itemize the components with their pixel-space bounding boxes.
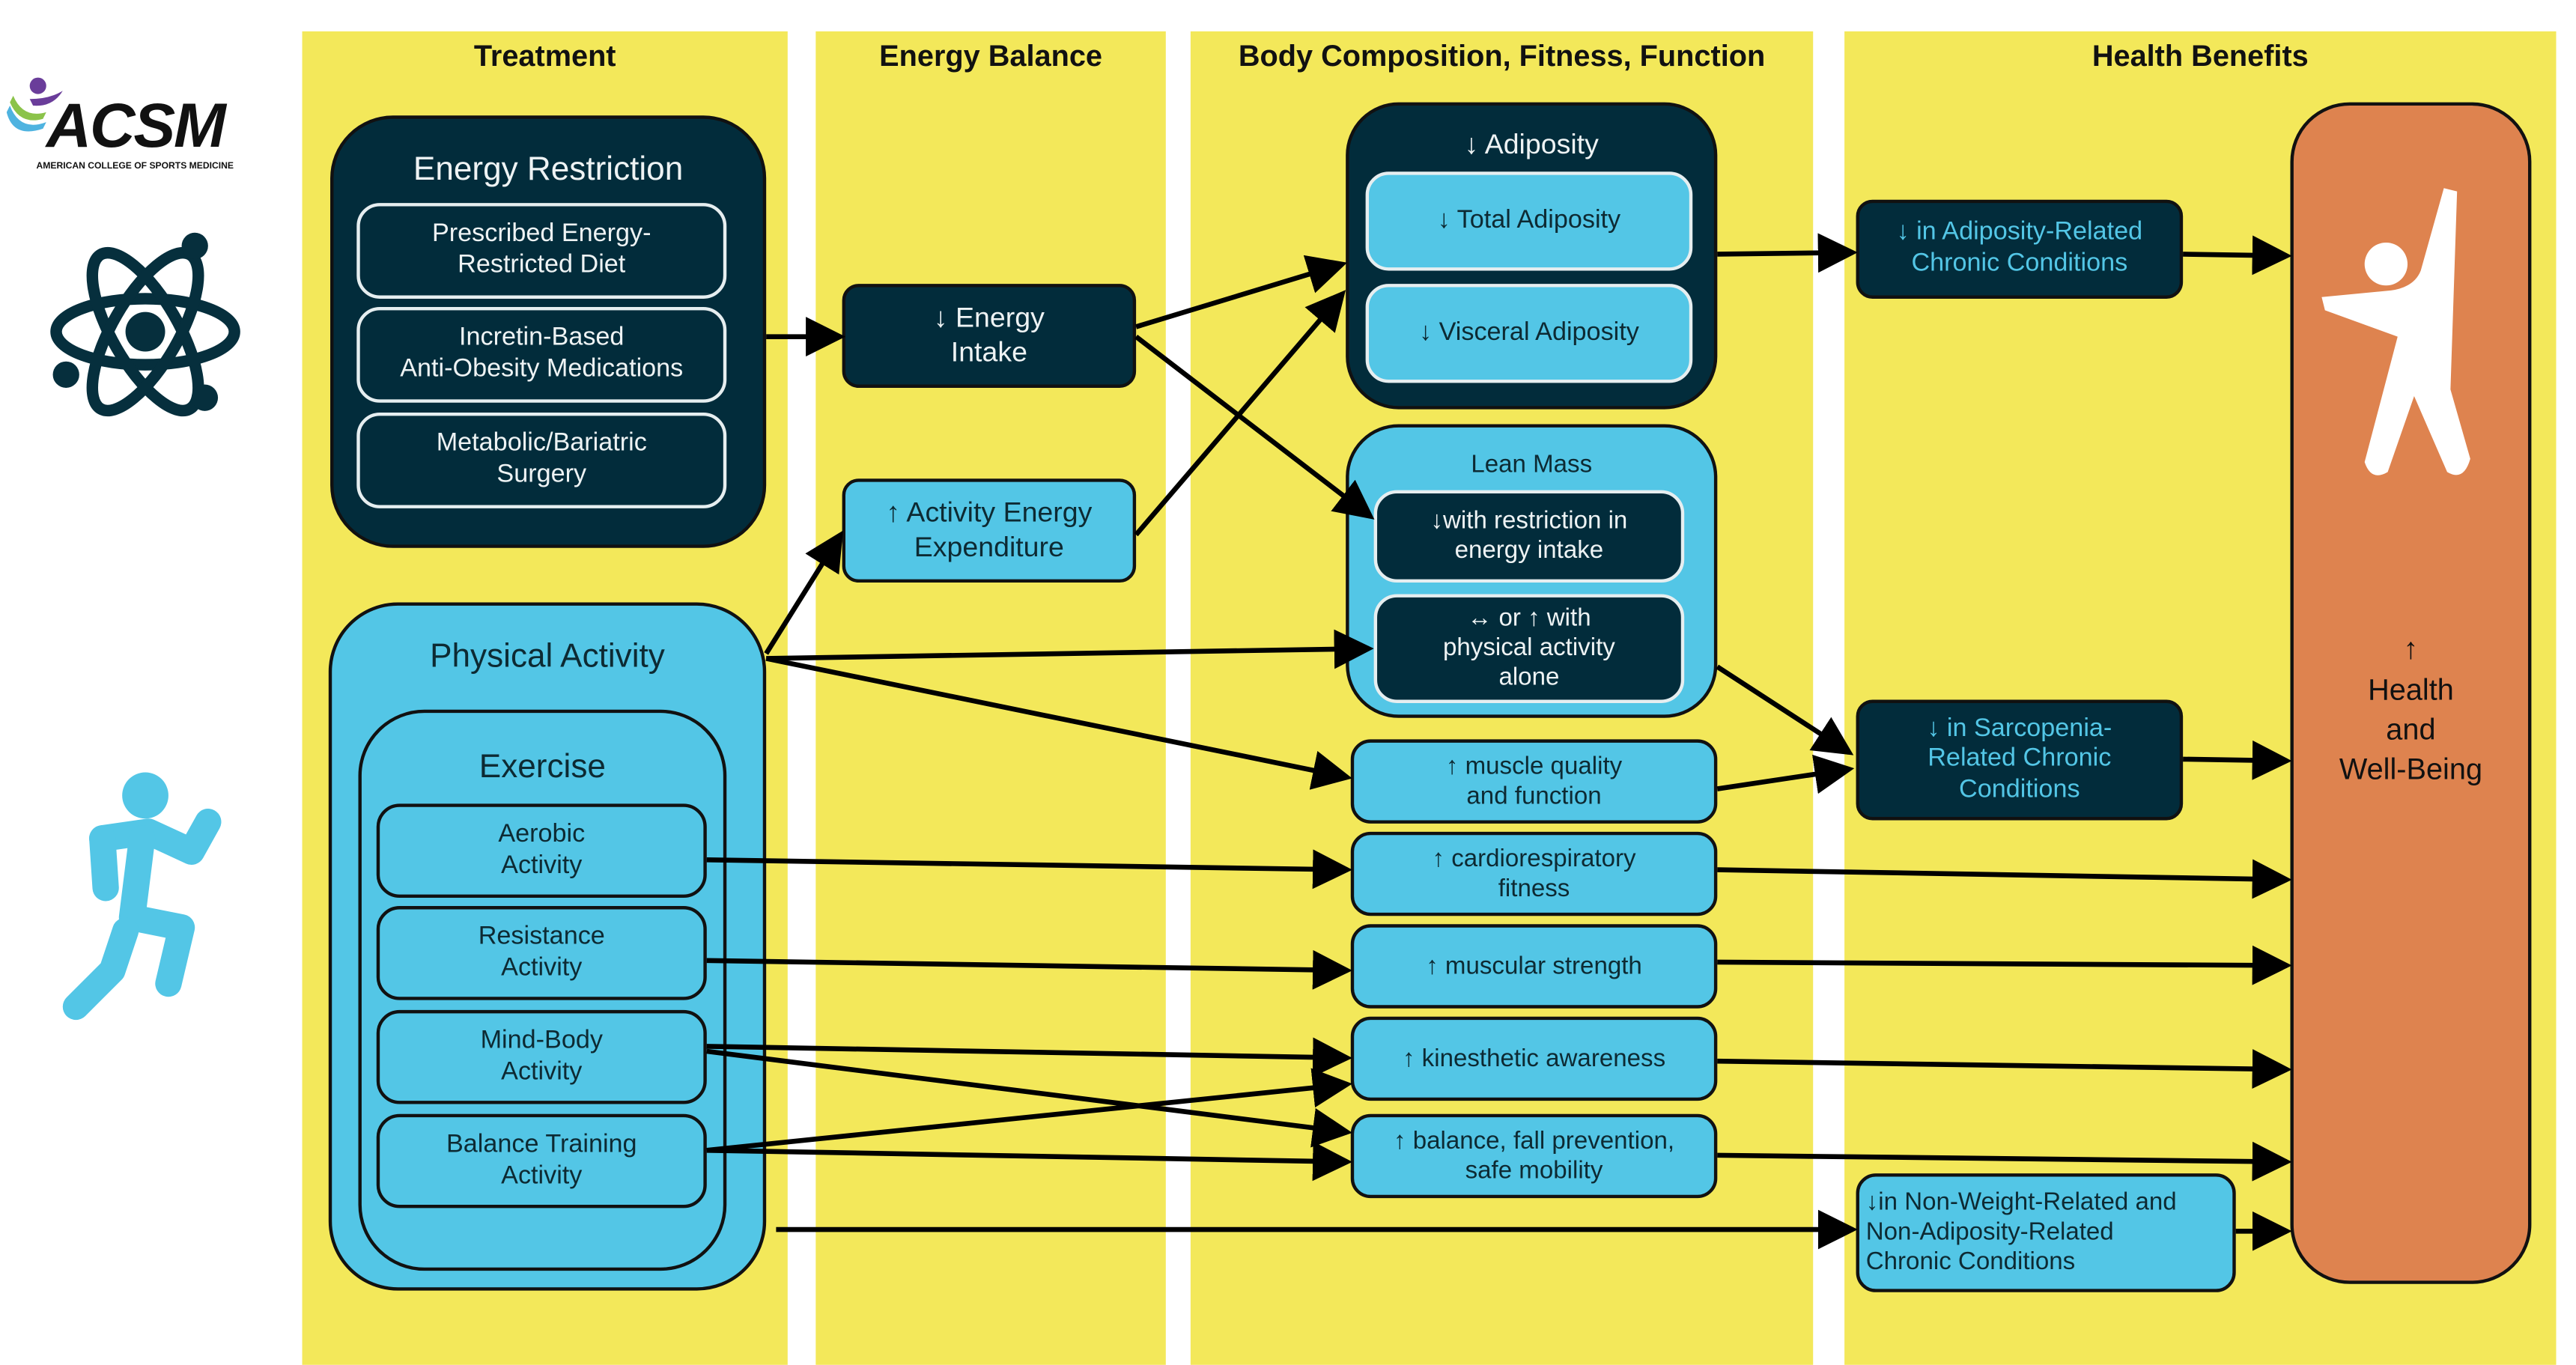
exercise-item-aerobic: Aerobic Activity — [376, 803, 707, 899]
lean-mass-title: Lean Mass — [1471, 450, 1593, 479]
energy-restriction-item-medications: Incretin-Based Anti-Obesity Medications — [356, 306, 727, 403]
exercise-item-resistance: Resistance Activity — [376, 906, 707, 1000]
outcome-muscular-strength: ↑ muscular strength — [1350, 924, 1718, 1009]
exercise-item-mind-body: Mind-Body Activity — [376, 1009, 707, 1104]
energy-restriction-title: Energy Restriction — [413, 151, 684, 189]
outcome-kinesthetic: ↑ kinesthetic awareness — [1350, 1016, 1718, 1101]
outcome-cardiorespiratory: ↑ cardiorespiratory fitness — [1350, 831, 1718, 916]
visceral-adiposity-box: ↓ Visceral Adiposity — [1365, 284, 1693, 383]
column-title-treatment: Treatment — [473, 39, 616, 73]
physical-activity-title: Physical Activity — [430, 638, 665, 675]
outcome-muscle-quality: ↑ muscle quality and function — [1350, 739, 1718, 824]
acsm-subtitle: AMERICAN COLLEGE OF SPORTS MEDICINE — [36, 162, 234, 172]
exercise-title: Exercise — [479, 749, 606, 786]
health-wellbeing-label: ↑ Health and Well-Being — [2339, 633, 2483, 786]
runner-icon — [62, 772, 222, 1021]
energy-intake-box: ↓ Energy Intake — [842, 284, 1137, 388]
column-energy-balance — [815, 31, 1166, 1365]
lean-mass-activity-box: ↔ or ↑ with physical activity alone — [1373, 594, 1685, 703]
total-adiposity-box: ↓ Total Adiposity — [1365, 171, 1693, 271]
energy-restriction-item-diet: Prescribed Energy- Restricted Diet — [356, 203, 727, 299]
column-title-energy-balance: Energy Balance — [879, 39, 1102, 73]
acsm-figure-icon — [6, 77, 63, 132]
adiposity-conditions-box: ↓ in Adiposity-Related Chronic Condition… — [1856, 199, 2184, 299]
acsm-wordmark: ACSM — [46, 92, 226, 162]
sarcopenia-conditions-box: ↓ in Sarcopenia- Related Chronic Conditi… — [1856, 699, 2184, 821]
outcome-balance: ↑ balance, fall prevention, safe mobilit… — [1350, 1113, 1718, 1199]
column-title-body-composition: Body Composition, Fitness, Function — [1238, 39, 1766, 73]
celebrating-person-icon — [2321, 188, 2470, 475]
atom-icon — [50, 232, 240, 417]
lean-mass-restriction-box: ↓with restriction in energy intake — [1373, 490, 1685, 583]
energy-restriction-item-surgery: Metabolic/Bariatric Surgery — [356, 413, 727, 508]
acsm-logo: ACSM AMERICAN COLLEGE OF SPORTS MEDICINE — [6, 76, 271, 181]
adiposity-title: ↓ Adiposity — [1464, 128, 1599, 160]
activity-expenditure-box: ↑ Activity Energy Expenditure — [842, 478, 1137, 583]
column-title-health-benefits: Health Benefits — [2092, 39, 2309, 73]
non-weight-conditions-box: ↓in Non-Weight-Related and Non-Adiposity… — [1856, 1173, 2236, 1292]
exercise-item-balance: Balance Training Activity — [376, 1113, 707, 1209]
